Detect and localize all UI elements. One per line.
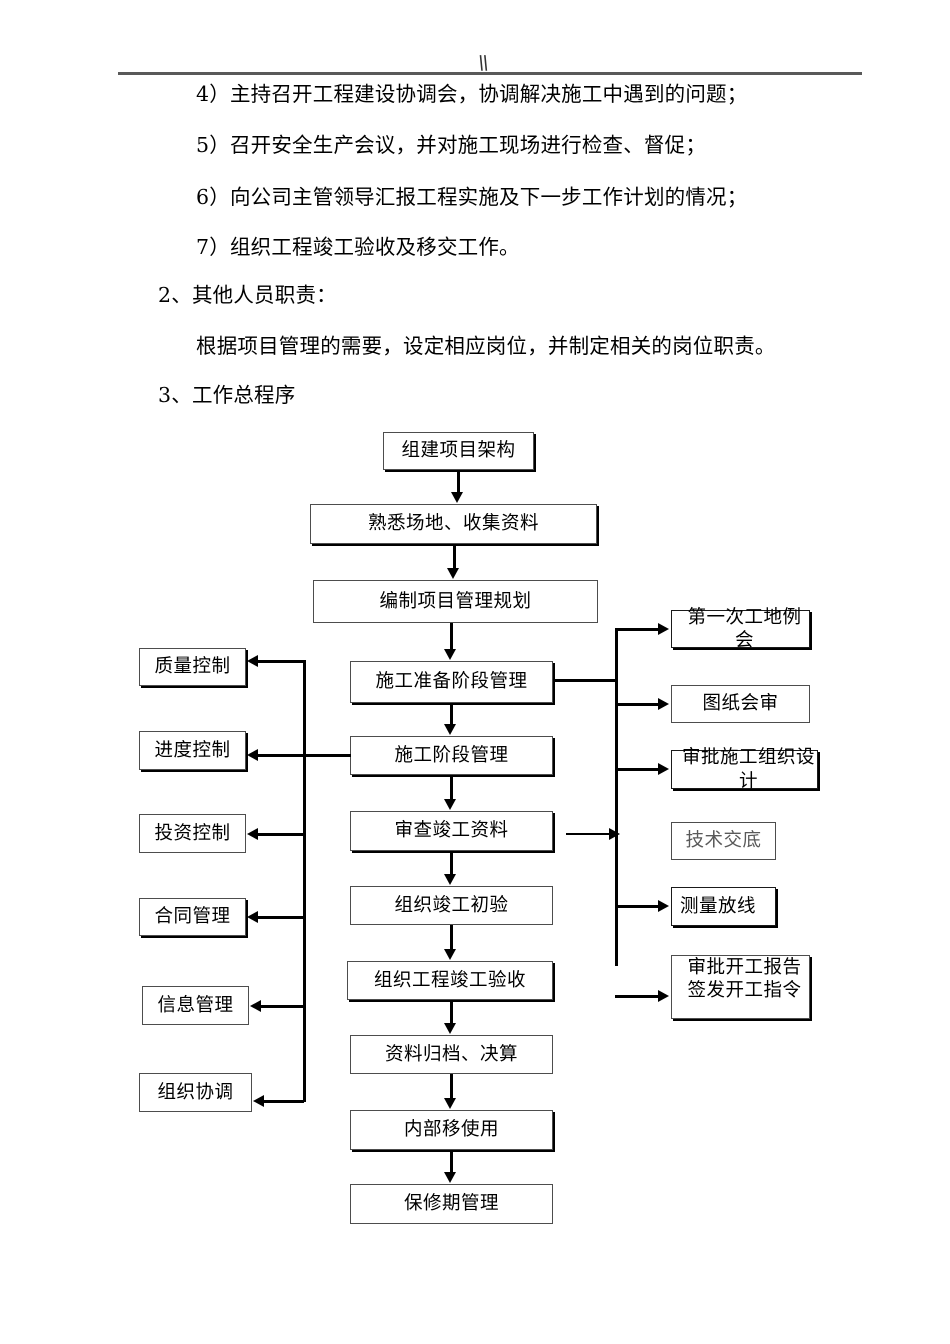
flow-node-施工准备阶段管理: 施工准备阶段管理 <box>350 661 553 703</box>
left-branch-合同管理 <box>258 916 304 919</box>
left-bus-feed <box>303 754 351 757</box>
flow-node-编制项目管理规划: 编制项目管理规划 <box>313 580 598 623</box>
flow-node-进度控制: 进度控制 <box>139 731 246 770</box>
arrowhead-right-bus-mid <box>609 828 620 840</box>
flow-node-合同管理: 合同管理 <box>139 898 246 936</box>
flow-node-资料归档决算: 资料归档、决算 <box>350 1035 553 1074</box>
arrowhead-down-n3 <box>447 568 459 579</box>
section-heading-2: 2、其他人员职责： <box>158 283 337 307</box>
section-heading-3: 3、工作总程序 <box>158 383 296 407</box>
arrowhead-left-进度控制 <box>247 749 258 761</box>
flow-node-审批施工组织设计: 审批施工组织设计 <box>671 747 818 792</box>
arrowhead-down-n7 <box>444 874 456 885</box>
list-item-7: 7）组织工程竣工验收及移交工作。 <box>196 235 520 259</box>
right-branch-审批施工组织设计 <box>615 768 660 771</box>
arrowhead-down-n9 <box>444 1023 456 1034</box>
arrowhead-left-组织协调 <box>253 1095 264 1107</box>
right-branch-图纸会审 <box>615 703 660 706</box>
flow-node-line-2: 签发开工指令 <box>687 980 802 1002</box>
arrowhead-down-n8 <box>444 949 456 960</box>
flow-node-质量控制: 质量控制 <box>139 648 246 686</box>
flow-node-熟悉场地收集资料: 熟悉场地、收集资料 <box>310 504 597 544</box>
connector-n2-n3 <box>453 545 456 569</box>
left-branch-投资控制 <box>258 833 304 836</box>
flow-node-施工阶段管理: 施工阶段管理 <box>350 736 553 775</box>
list-item-4: 4）主持召开工程建设协调会，协调解决施工中遇到的问题； <box>196 82 748 106</box>
flow-node-内部移使用: 内部移使用 <box>350 1110 553 1150</box>
list-item-5: 5）召开安全生产会议，并对施工现场进行检查、督促； <box>196 133 707 157</box>
right-branch-测量放线 <box>615 905 660 908</box>
arrowhead-down-n11 <box>444 1172 456 1183</box>
arrowhead-left-信息管理 <box>250 1000 261 1012</box>
right-branch-第一次工地例会 <box>615 628 660 631</box>
right-branch-审批开工报告 <box>615 995 660 998</box>
left-branch-组织协调 <box>264 1100 304 1103</box>
arrowhead-down-n2 <box>451 492 463 503</box>
left-bus-spine <box>303 660 306 1102</box>
arrowhead-down-n10 <box>444 1098 456 1109</box>
connector-n3-n4 <box>450 623 453 651</box>
flow-node-组织工程竣工验收: 组织工程竣工验收 <box>347 961 553 1000</box>
left-branch-进度控制 <box>258 754 304 757</box>
arrowhead-right-第一次工地例会 <box>658 623 669 635</box>
connector-n5-n6 <box>450 775 453 800</box>
flow-node-审批开工报告签发开工指令: 审批开工报告 签发开工指令 <box>671 955 810 1019</box>
flow-node-组织竣工初验: 组织竣工初验 <box>350 886 553 925</box>
arrowhead-right-审批施工组织设计 <box>658 763 669 775</box>
flow-node-组建项目架构: 组建项目架构 <box>383 432 534 470</box>
left-branch-质量控制 <box>258 660 304 663</box>
connector-n9-n10 <box>450 1074 453 1099</box>
flow-node-测量放线: 测量放线 <box>671 887 776 926</box>
flow-node-投资控制: 投资控制 <box>139 814 246 853</box>
arrowhead-left-合同管理 <box>247 911 258 923</box>
connector-n6-n7 <box>450 851 453 875</box>
header-mark: \\ <box>475 52 490 74</box>
arrowhead-down-n4 <box>444 649 456 660</box>
left-branch-信息管理 <box>261 1005 304 1008</box>
arrowhead-down-n5 <box>444 724 456 735</box>
section-2-body: 根据项目管理的需要，设定相应岗位，并制定相关的岗位职责。 <box>196 334 776 358</box>
arrowhead-down-n6 <box>444 799 456 810</box>
flow-node-保修期管理: 保修期管理 <box>350 1184 553 1224</box>
flow-node-line-1: 审批开工报告 <box>687 957 802 978</box>
connector-n1-n2 <box>457 470 460 493</box>
arrowhead-left-投资控制 <box>247 828 258 840</box>
right-bus-feed <box>553 679 617 682</box>
flow-node-技术交底: 技术交底 <box>671 822 776 860</box>
flow-node-组织协调: 组织协调 <box>139 1073 252 1112</box>
connector-n4-n5 <box>450 703 453 725</box>
flow-node-审查竣工资料: 审查竣工资料 <box>350 811 553 851</box>
arrowhead-right-审批开工报告 <box>658 990 669 1002</box>
right-feed-审查竣工资料 <box>566 833 613 835</box>
connector-n8-n9 <box>450 1000 453 1024</box>
arrowhead-left-质量控制 <box>247 655 258 667</box>
flow-node-图纸会审: 图纸会审 <box>671 685 810 723</box>
header-rule <box>118 72 862 75</box>
arrowhead-right-图纸会审 <box>658 698 669 710</box>
connector-n10-n11 <box>450 1150 453 1173</box>
flow-node-信息管理: 信息管理 <box>142 986 249 1025</box>
right-bus-spine <box>615 628 618 966</box>
connector-n7-n8 <box>450 925 453 950</box>
arrowhead-right-测量放线 <box>658 900 669 912</box>
list-item-6: 6）向公司主管领导汇报工程实施及下一步工作计划的情况； <box>196 185 748 209</box>
flow-node-第一次工地例会: 第一次工地例会 <box>671 607 810 651</box>
